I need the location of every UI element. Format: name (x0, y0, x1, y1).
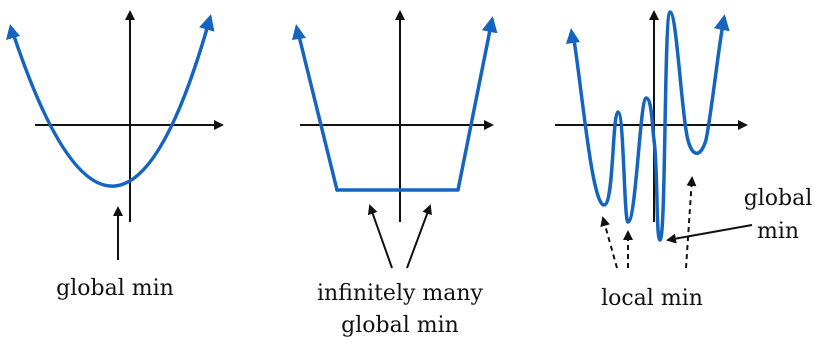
wiggly-left-arrowhead (566, 28, 580, 44)
panel-convex: global min (6, 10, 224, 301)
label-global: global (744, 186, 813, 211)
local-min-pointer-1 (600, 216, 618, 269)
label-min: min (757, 219, 799, 244)
panel-flat: infinitely many global min (292, 10, 498, 338)
parabola-left-arrowhead (6, 24, 20, 40)
flat-curve (335, 16, 498, 192)
pointer-left (367, 204, 393, 269)
flat-curve-left (297, 34, 339, 192)
parabola-curve (12, 14, 215, 188)
global-min-pointer (666, 224, 753, 244)
panel-wiggly: global min local min (555, 10, 813, 311)
flat-left-arrowhead (292, 24, 306, 40)
label-global-min-2: global min (341, 313, 459, 338)
local-min-pointer-3 (685, 176, 697, 269)
pointer-right (406, 204, 432, 269)
label-local-min: local min (601, 286, 703, 311)
label-global-min: global min (56, 276, 174, 301)
label-infinitely-many: infinitely many (317, 281, 484, 306)
wiggly-curve (572, 10, 730, 242)
